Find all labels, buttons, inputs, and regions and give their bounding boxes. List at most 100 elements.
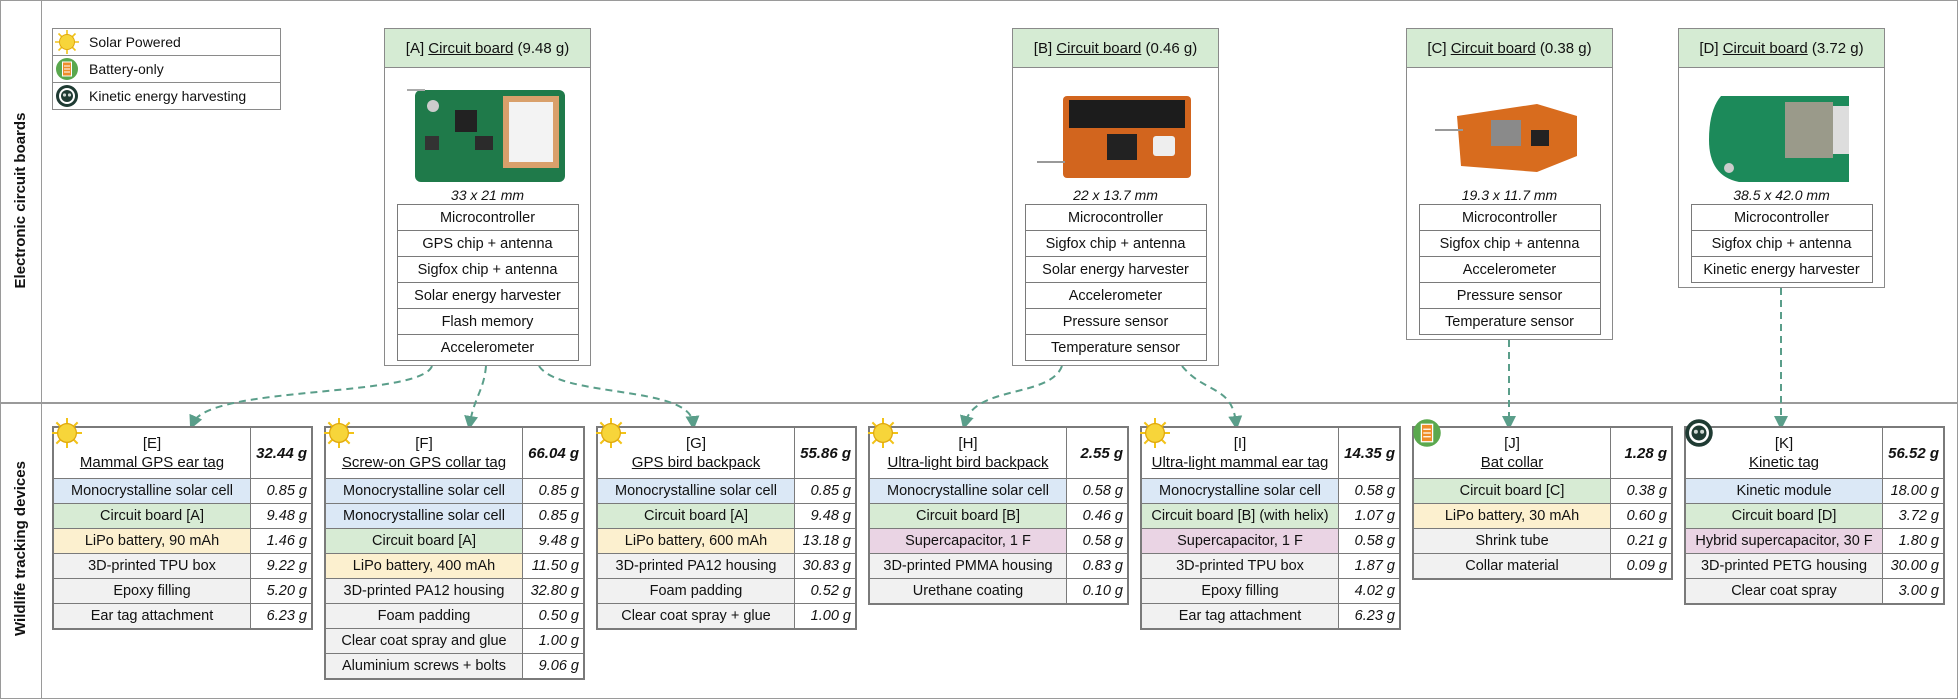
component-name: Supercapacitor, 1 F	[869, 528, 1067, 554]
component-mass: 1.00 g	[522, 628, 584, 654]
component-mass: 1.87 g	[1338, 553, 1400, 579]
component-mass: 0.46 g	[1066, 503, 1128, 529]
board-name: Circuit board	[1450, 39, 1536, 57]
component-mass: 0.85 g	[522, 478, 584, 504]
component-item: Sigfox chip + antenna	[1025, 231, 1206, 257]
component-mass: 30.83 g	[794, 553, 856, 579]
component-name: LiPo battery, 90 mAh	[53, 528, 251, 554]
device-title: [F]Screw-on GPS collar tag	[324, 418, 523, 479]
component-name: 3D-printed PA12 housing	[325, 578, 523, 604]
device-id: [I]	[1233, 435, 1247, 452]
component-name: Urethane coating	[869, 578, 1067, 604]
component-item: Flash memory	[397, 309, 578, 335]
component-item: Sigfox chip + antenna	[1691, 231, 1872, 257]
component-mass: 0.10 g	[1066, 578, 1128, 604]
component-name: 3D-printed TPU box	[1141, 553, 1339, 579]
component-mass: 1.07 g	[1338, 503, 1400, 529]
board-mass: (3.72 g)	[1811, 39, 1864, 57]
board-photo	[1033, 76, 1198, 186]
component-item: Accelerometer	[1419, 257, 1600, 283]
board-mass: (0.38 g)	[1539, 39, 1592, 57]
component-name: Ear tag attachment	[1141, 603, 1339, 629]
component-name: LiPo battery, 400 mAh	[325, 553, 523, 579]
device-total-mass: 66.04 g	[522, 427, 584, 479]
component-name: 3D-printed TPU box	[53, 553, 251, 579]
board-id: [A]	[405, 39, 425, 57]
board-header: [D] Circuit board (3.72 g)	[1679, 29, 1884, 68]
component-mass: 4.02 g	[1338, 578, 1400, 604]
circuit-board-d: [D] Circuit board (3.72 g) 38.5 x 42.0 m…	[1678, 28, 1885, 288]
component-mass: 18.00 g	[1882, 478, 1944, 504]
component-name: Foam padding	[325, 603, 523, 629]
device-total-mass: 32.44 g	[250, 427, 312, 479]
component-mass: 1.00 g	[794, 603, 856, 629]
component-item: Microcontroller	[1025, 205, 1206, 231]
component-mass: 9.48 g	[794, 503, 856, 529]
component-item: Temperature sensor	[1051, 339, 1180, 356]
device-name: Mammal GPS ear tag	[79, 454, 225, 471]
board-name: Circuit board	[1056, 39, 1142, 57]
component-mass: 9.22 g	[250, 553, 312, 579]
component-list: Microcontroller GPS chip + antenna Sigfo…	[396, 204, 579, 361]
component-name: LiPo battery, 30 mAh	[1413, 503, 1611, 529]
board-dimensions: 38.5 x 42.0 mm	[1733, 187, 1830, 203]
battery-icon	[1412, 418, 1442, 448]
component-mass: 0.58 g	[1066, 528, 1128, 554]
board-id: [C]	[1427, 39, 1447, 57]
device-name: Bat collar	[1480, 454, 1544, 471]
component-name: Hybrid supercapacitor, 30 F	[1685, 528, 1883, 554]
component-mass: 6.23 g	[1338, 603, 1400, 629]
sun-icon	[52, 418, 82, 448]
component-name: Kinetic module	[1685, 478, 1883, 504]
device-name: Ultra-light bird backpack	[887, 454, 1049, 471]
device-total-mass: 1.28 g	[1610, 427, 1672, 479]
component-mass: 9.48 g	[250, 503, 312, 529]
device-id: [K]	[1774, 435, 1794, 452]
component-mass: 32.80 g	[522, 578, 584, 604]
component-item: Pressure sensor	[1025, 309, 1206, 335]
component-name: Epoxy filling	[53, 578, 251, 604]
component-name: Collar material	[1413, 553, 1611, 579]
component-mass: 0.52 g	[794, 578, 856, 604]
component-mass: 1.46 g	[250, 528, 312, 554]
legend-label: Battery-only	[89, 61, 164, 77]
component-name: Circuit board [A]	[325, 528, 523, 554]
component-name: Clear coat spray + glue	[597, 603, 795, 629]
component-name: Foam padding	[597, 578, 795, 604]
component-mass: 0.60 g	[1610, 503, 1672, 529]
device-title: [J]Bat collar	[1413, 419, 1611, 479]
component-name: Clear coat spray and glue	[325, 628, 523, 654]
component-mass: 9.48 g	[522, 528, 584, 554]
component-name: Circuit board [B] (with helix)	[1141, 503, 1339, 529]
device-title: [H]Ultra-light bird backpack	[868, 418, 1067, 479]
component-mass: 0.50 g	[522, 603, 584, 629]
component-name: Circuit board [B]	[869, 503, 1067, 529]
device-title: [E]Mammal GPS ear tag	[52, 418, 251, 479]
component-mass: 5.20 g	[250, 578, 312, 604]
device-total-mass: 2.55 g	[1066, 427, 1128, 479]
